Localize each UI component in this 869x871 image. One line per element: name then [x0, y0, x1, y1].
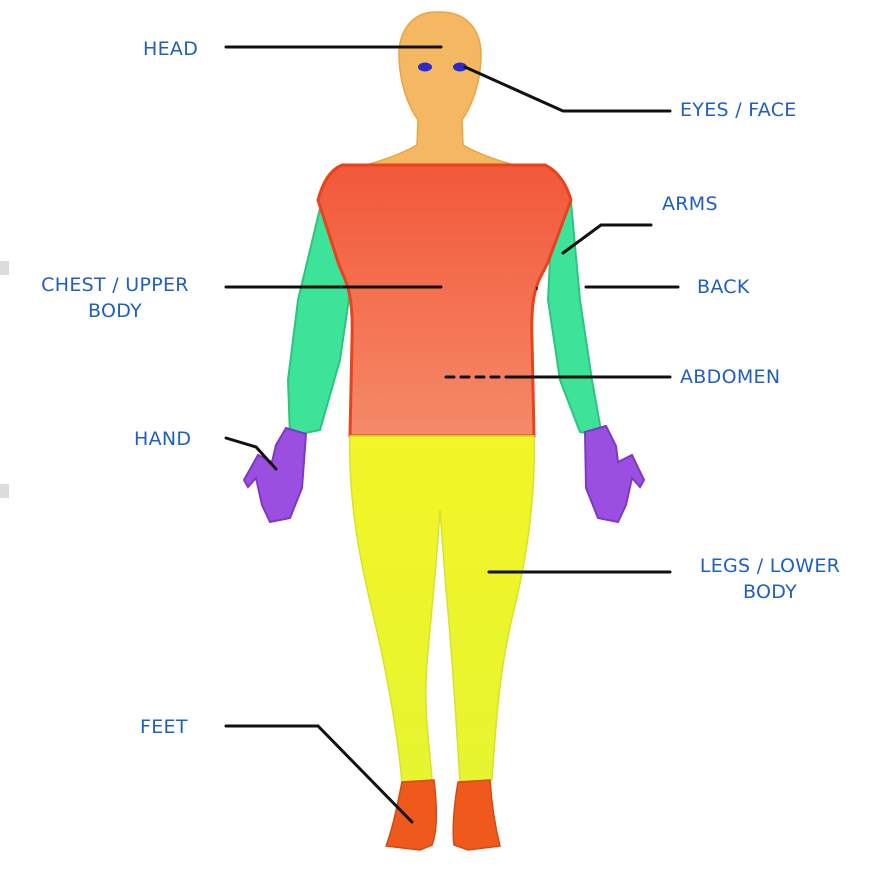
label-back: BACK — [697, 274, 750, 300]
eyes-leader — [465, 67, 670, 111]
right-hand — [585, 426, 644, 522]
right-foot — [453, 780, 500, 850]
label-legs-line2: BODY — [672, 579, 868, 605]
label-legs-line1: LEGS / LOWER — [672, 553, 868, 579]
left-hand — [244, 428, 306, 522]
label-chest-line2: BODY — [14, 298, 216, 324]
label-legs-lower-body: LEGS / LOWER BODY — [672, 553, 868, 605]
label-hand: HAND — [134, 426, 191, 452]
edge-marker-lower — [0, 484, 9, 498]
left-foot — [386, 780, 436, 850]
label-head: HEAD — [143, 36, 198, 62]
torso — [318, 165, 571, 436]
label-eyes-face: EYES / FACE — [680, 97, 797, 123]
label-feet: FEET — [140, 714, 188, 740]
label-chest-upper-body: CHEST / UPPER BODY — [14, 272, 216, 324]
feet-leader — [226, 726, 412, 822]
legs — [350, 436, 534, 782]
left-eye — [418, 63, 432, 72]
head — [362, 12, 518, 166]
label-chest-line1: CHEST / UPPER — [14, 272, 216, 298]
label-abdomen: ABDOMEN — [680, 364, 780, 390]
edge-marker-upper — [0, 261, 9, 275]
label-arms: ARMS — [662, 191, 718, 217]
